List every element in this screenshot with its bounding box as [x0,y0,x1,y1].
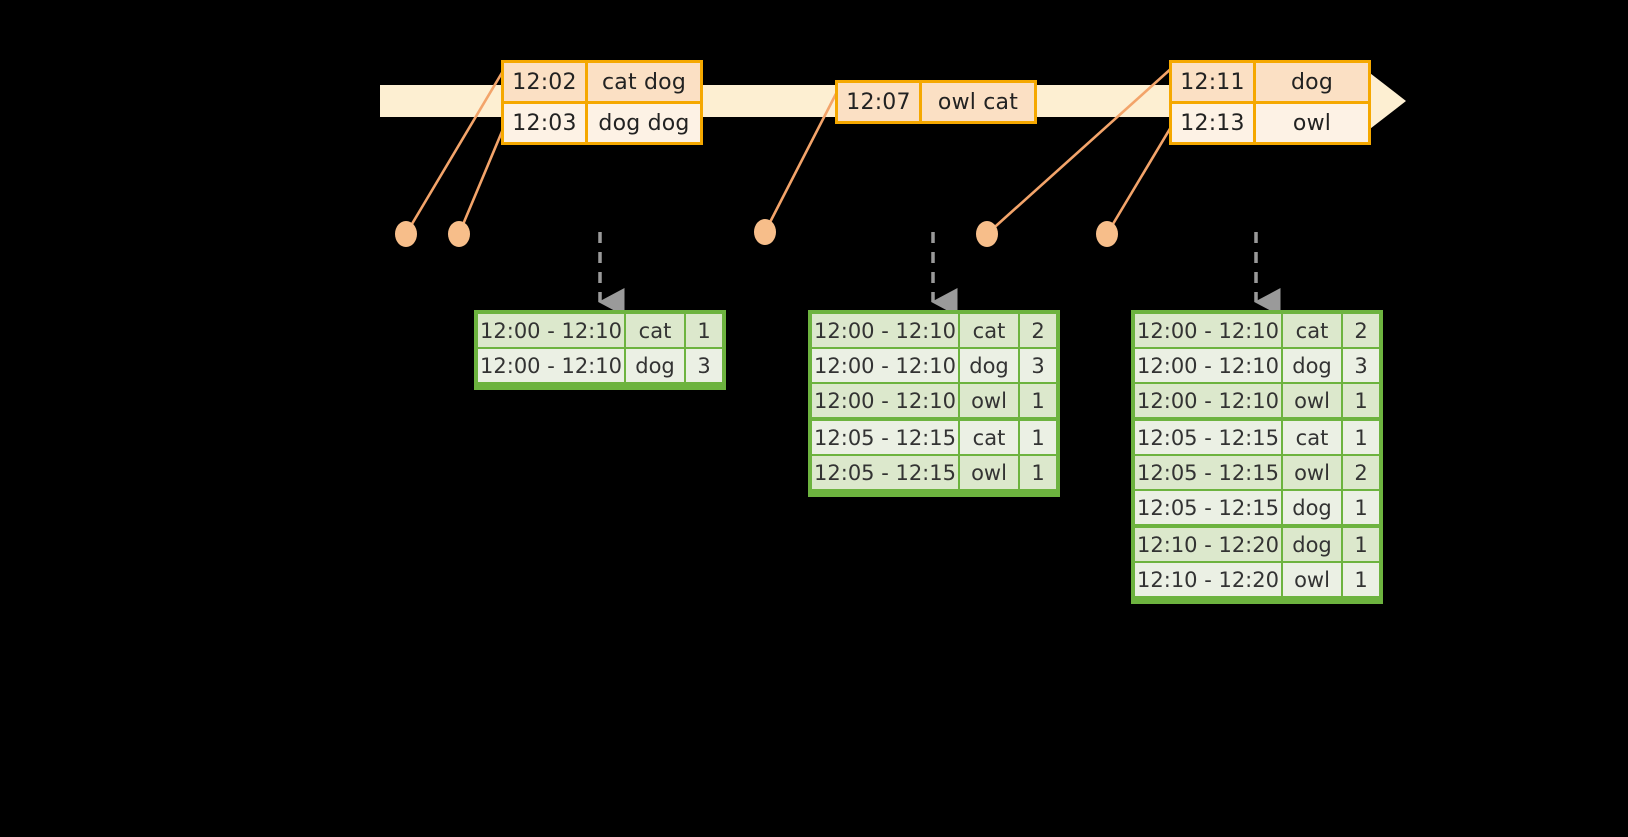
cell-count: 1 [1020,456,1056,489]
cell-count: 3 [1343,349,1379,382]
cell-key: owl [960,384,1020,417]
cell-key: owl [1283,384,1343,417]
cell-count: 2 [1343,314,1379,347]
cell-key: dog [1283,349,1343,382]
event-time: 12:03 [504,104,588,142]
cell-key: dog [1283,528,1343,561]
cell-count: 1 [1343,491,1379,524]
event-time: 12:02 [504,63,588,101]
cell-window: 12:05 - 12:15 [812,421,960,454]
cell-window: 12:00 - 12:10 [478,349,626,382]
cell-key: cat [626,314,686,347]
table-feed-arrows [598,232,1281,316]
cell-count: 3 [1020,349,1056,382]
cell-key: dog [626,349,686,382]
cell-count: 1 [1343,528,1379,561]
event-time: 12:11 [1172,63,1256,101]
event-payload: dog [1256,63,1368,101]
cell-count: 1 [686,314,722,347]
cell-key: owl [1283,456,1343,489]
event-payload: owl cat [922,83,1034,121]
cell-key: dog [1283,491,1343,524]
cell-window: 12:10 - 12:20 [1135,528,1283,561]
cell-count: 1 [1020,421,1056,454]
cell-window: 12:05 - 12:15 [1135,491,1283,524]
cell-count: 1 [1020,384,1056,417]
cell-window: 12:05 - 12:15 [1135,421,1283,454]
cell-key: cat [960,314,1020,347]
cell-window: 12:00 - 12:10 [1135,349,1283,382]
event-dot [1096,221,1118,247]
cell-count: 2 [1343,456,1379,489]
cell-window: 12:05 - 12:15 [812,456,960,489]
cell-window: 12:00 - 12:10 [812,384,960,417]
cell-count: 1 [1343,563,1379,596]
event-payload: dog dog [588,104,700,142]
cell-window: 12:00 - 12:10 [812,349,960,382]
cell-key: cat [1283,314,1343,347]
cell-count: 1 [1343,384,1379,417]
event-dot [754,219,776,245]
event-dot [976,221,998,247]
event-payload: owl [1256,104,1368,142]
cell-window: 12:05 - 12:15 [1135,456,1283,489]
cell-window: 12:00 - 12:10 [478,314,626,347]
cell-count: 3 [686,349,722,382]
cell-count: 2 [1020,314,1056,347]
cell-key: owl [1283,563,1343,596]
event-time: 12:07 [838,83,922,121]
cell-key: cat [1283,421,1343,454]
cell-window: 12:10 - 12:20 [1135,563,1283,596]
cell-key: owl [960,456,1020,489]
event-time: 12:13 [1172,104,1256,142]
event-dots [395,219,1118,247]
cell-window: 12:00 - 12:10 [1135,314,1283,347]
cell-window: 12:00 - 12:10 [812,314,960,347]
cell-key: dog [960,349,1020,382]
event-dot [448,221,470,247]
event-dot [395,221,417,247]
cell-count: 1 [1343,421,1379,454]
cell-key: cat [960,421,1020,454]
event-payload: cat dog [588,63,700,101]
cell-window: 12:00 - 12:10 [1135,384,1283,417]
